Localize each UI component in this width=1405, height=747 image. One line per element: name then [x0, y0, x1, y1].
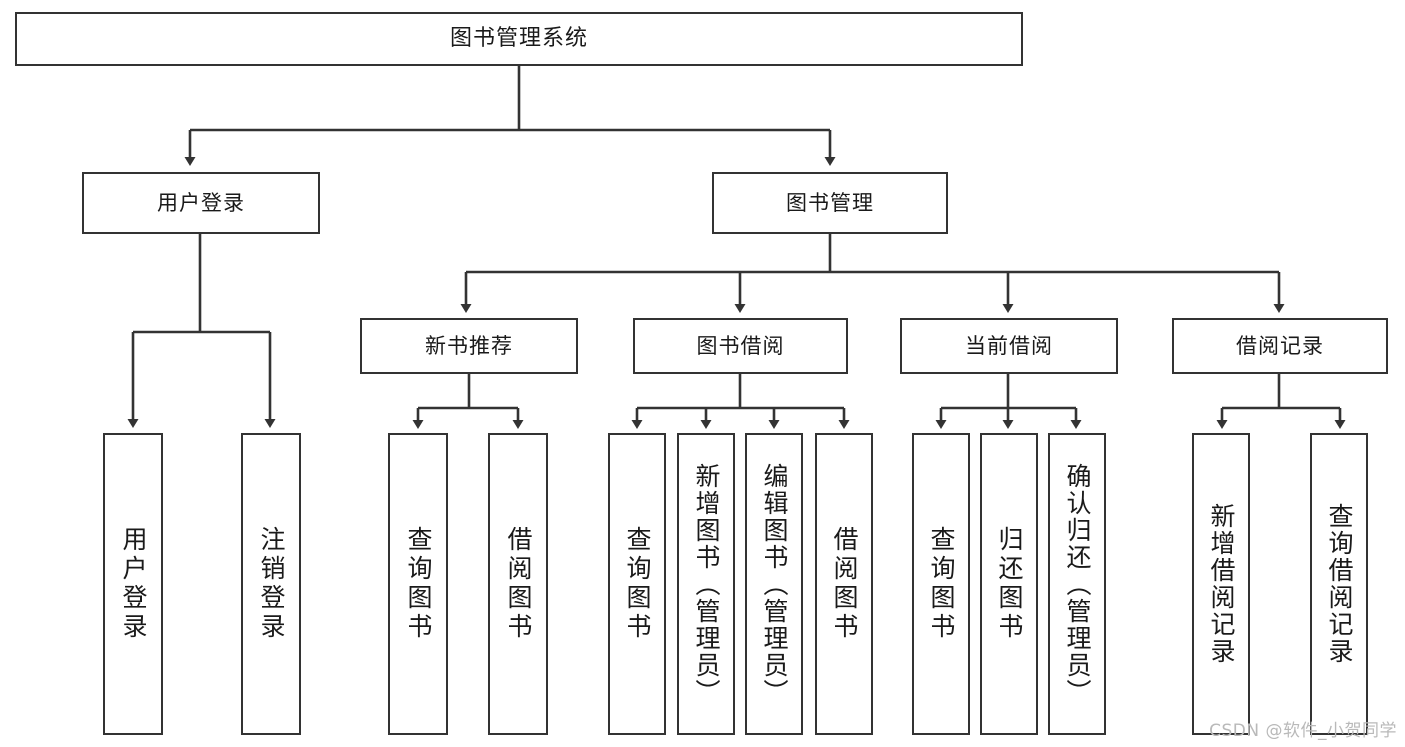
- node-label: 新增图书（管理员）: [692, 462, 721, 706]
- node-label: 查询借阅记录: [1325, 503, 1354, 665]
- node-book-management[interactable]: 图书管理: [712, 172, 948, 234]
- node-new-book-recommend[interactable]: 新书推荐: [360, 318, 578, 374]
- node-borrow-record[interactable]: 借阅记录: [1172, 318, 1388, 374]
- leaf-add-book[interactable]: 新增图书（管理员）: [677, 433, 735, 735]
- node-label: 归还图书: [995, 526, 1024, 642]
- leaf-confirm-return[interactable]: 确认归还（管理员）: [1048, 433, 1106, 735]
- node-root-book-management-system[interactable]: 图书管理系统: [15, 12, 1023, 66]
- node-label: 借阅图书: [504, 526, 533, 642]
- node-label: 注销登录: [257, 526, 286, 642]
- leaf-user-login[interactable]: 用户登录: [103, 433, 163, 735]
- node-label: 编辑图书（管理员）: [760, 462, 789, 706]
- node-label: 图书借阅: [696, 333, 785, 358]
- node-label: 用户登录: [157, 190, 245, 215]
- leaf-query-book-current[interactable]: 查询图书: [912, 433, 970, 735]
- leaf-query-book-recommend[interactable]: 查询图书: [388, 433, 448, 735]
- leaf-add-borrow-record[interactable]: 新增借阅记录: [1192, 433, 1250, 735]
- leaf-borrow-book-borrow[interactable]: 借阅图书: [815, 433, 873, 735]
- leaf-logout-login[interactable]: 注销登录: [241, 433, 301, 735]
- leaf-query-book-borrow[interactable]: 查询图书: [608, 433, 666, 735]
- node-label: 新增借阅记录: [1207, 503, 1236, 665]
- node-label: 新书推荐: [425, 333, 513, 358]
- leaf-return-book[interactable]: 归还图书: [980, 433, 1038, 735]
- node-label: 查询图书: [927, 526, 956, 642]
- leaf-query-borrow-record[interactable]: 查询借阅记录: [1310, 433, 1368, 735]
- node-label: 借阅记录: [1236, 333, 1324, 358]
- node-label: 查询图书: [404, 526, 433, 642]
- node-label: 图书管理系统: [449, 26, 588, 51]
- leaf-borrow-book-recommend[interactable]: 借阅图书: [488, 433, 548, 735]
- node-label: 图书管理: [786, 190, 874, 215]
- node-current-borrow[interactable]: 当前借阅: [900, 318, 1118, 374]
- node-label: 当前借阅: [965, 333, 1053, 358]
- node-label: 用户登录: [119, 526, 148, 642]
- node-label: 确认归还（管理员）: [1063, 462, 1092, 706]
- node-label: 借阅图书: [830, 526, 859, 642]
- node-user-login[interactable]: 用户登录: [82, 172, 320, 234]
- node-book-borrow[interactable]: 图书借阅: [633, 318, 848, 374]
- watermark-text: CSDN @软件_小贺同学: [1209, 721, 1397, 741]
- leaf-edit-book[interactable]: 编辑图书（管理员）: [745, 433, 803, 735]
- node-label: 查询图书: [623, 526, 652, 642]
